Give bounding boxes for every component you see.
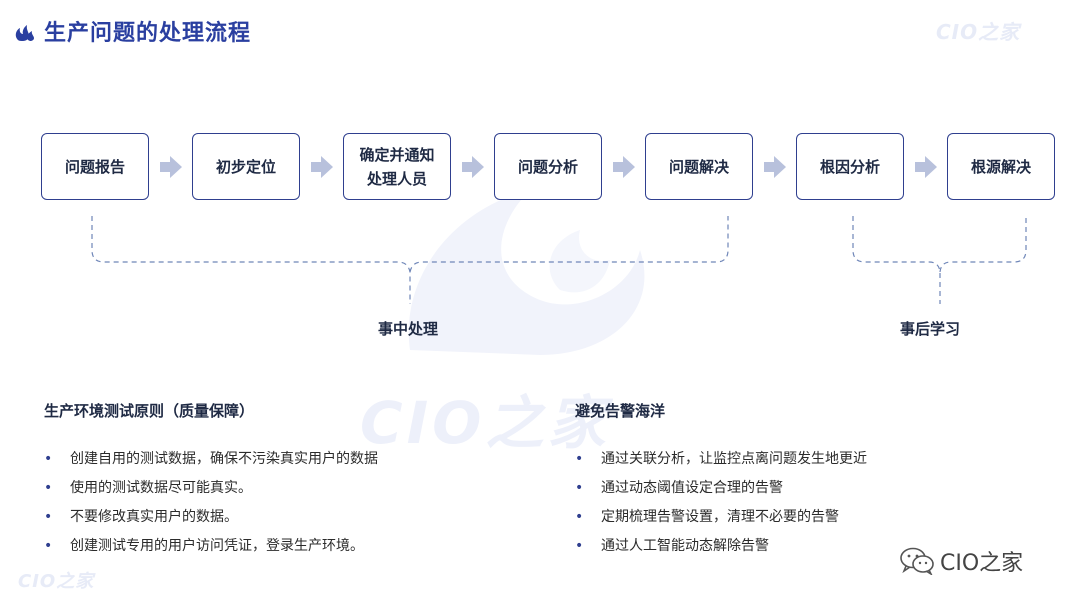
alert-ocean-list: 通过关联分析，让监控点离问题发生地更近 通过动态阈值设定合理的告警 定期梳理告警… [575, 447, 867, 563]
step-problem-report: 问题报告 [41, 133, 149, 200]
step-root-cause-analysis: 根因分析 [796, 133, 904, 200]
phase-label-post-learning: 事后学习 [900, 320, 961, 338]
list-item: 通过人工智能动态解除告警 [575, 534, 867, 563]
right-arrow-icon [764, 156, 786, 178]
step-problem-analysis: 问题分析 [494, 133, 602, 200]
wechat-brand-text: CIO之家 [940, 551, 1024, 576]
step-root-resolution: 根源解决 [947, 133, 1055, 200]
list-item: 通过动态阈值设定合理的告警 [575, 476, 867, 505]
list-item: 创建自用的测试数据，确保不污染真实用户的数据 [44, 447, 378, 476]
bracket-post-learning [852, 216, 1027, 304]
right-arrow-icon [462, 156, 484, 178]
right-arrow-icon [915, 156, 937, 178]
watermark-text: CIO之家 [360, 389, 610, 457]
page-title: 生产问题的处理流程 [44, 21, 252, 46]
step-confirm-notify: 确定并通知处理人员 [343, 133, 451, 200]
list-item: 定期梳理告警设置，清理不必要的告警 [575, 505, 867, 534]
list-item: 使用的测试数据尽可能真实。 [44, 476, 378, 505]
section-title-testing-principles: 生产环境测试原则（质量保障） [44, 402, 255, 420]
section-title-alert-ocean: 避免告警海洋 [575, 402, 666, 420]
right-arrow-icon [160, 156, 182, 178]
list-item: 不要修改真实用户的数据。 [44, 505, 378, 534]
right-arrow-icon [613, 156, 635, 178]
brand-logo-bottom: CIO之家 [18, 571, 95, 592]
phase-label-in-process: 事中处理 [378, 320, 439, 338]
brand-logo-top: CIO之家 [936, 20, 1021, 44]
list-item: 创建测试专用的用户访问凭证，登录生产环境。 [44, 534, 378, 563]
flame-logo-icon [15, 25, 34, 41]
step-problem-resolution: 问题解决 [645, 133, 753, 200]
list-item: 通过关联分析，让监控点离问题发生地更近 [575, 447, 867, 476]
wechat-icon [900, 547, 934, 575]
right-arrow-icon [311, 156, 333, 178]
wechat-brand: CIO之家 [900, 545, 1023, 577]
testing-principles-list: 创建自用的测试数据，确保不污染真实用户的数据 使用的测试数据尽可能真实。 不要修… [44, 447, 378, 563]
step-initial-location: 初步定位 [192, 133, 300, 200]
